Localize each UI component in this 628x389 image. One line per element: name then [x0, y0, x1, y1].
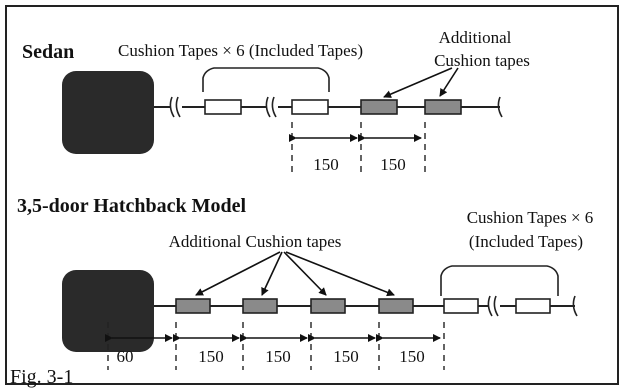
- sedan-included-tape: [291, 99, 329, 115]
- sedan-dimension-label: 150: [313, 155, 339, 174]
- hatchback-pointer-arrow: [195, 251, 281, 296]
- hatchback-additional-tape: [175, 298, 211, 314]
- hatchback-included-label-line2: (Included Tapes): [469, 232, 583, 251]
- sedan-dimension-label: 150: [380, 155, 406, 174]
- hatchback-included-label-line1: Cushion Tapes × 6: [467, 208, 594, 227]
- hatchback-included-tape: [515, 298, 551, 314]
- hatchback-break-mark: [572, 295, 578, 317]
- sedan-included-tape: [204, 99, 242, 115]
- hatchback-dimension-label: 60: [117, 347, 134, 366]
- sedan-included-tapes-label: Cushion Tapes × 6 (Included Tapes): [118, 41, 363, 60]
- sedan-title: Sedan: [22, 41, 74, 63]
- sedan-additional-tape: [424, 99, 462, 115]
- hatchback-additional-tape: [378, 298, 414, 314]
- hatchback-body-block: [62, 270, 154, 352]
- hatchback-included-tape: [443, 298, 479, 314]
- figure-caption: Fig. 3-1: [10, 366, 73, 388]
- hatchback-pointer-arrow: [285, 251, 395, 297]
- sedan-break-mark: [265, 96, 277, 118]
- hatchback-title: 3,5-door Hatchback Model: [17, 195, 247, 217]
- hatchback-dimension-label: 150: [399, 347, 425, 366]
- hatchback-additional-tape: [242, 298, 278, 314]
- sedan-included-bracket: [202, 67, 330, 92]
- figure-frame: [5, 5, 619, 385]
- hatchback-break-mark: [487, 295, 499, 317]
- hatchback-additional-tape: [310, 298, 346, 314]
- hatchback-pointer-arrow: [261, 251, 283, 296]
- sedan-additional-label-line1: Additional: [439, 28, 512, 47]
- hatchback-dimension-label: 150: [333, 347, 359, 366]
- sedan-body-block: [62, 71, 154, 154]
- sedan-additional-label-line2: Cushion tapes: [434, 51, 530, 70]
- hatchback-dimension-label: 150: [265, 347, 291, 366]
- sedan-pointer-arrow: [439, 67, 459, 97]
- hatchback-dimension-label: 150: [198, 347, 224, 366]
- sedan-additional-tape: [360, 99, 398, 115]
- hatchback-included-bracket: [440, 265, 559, 296]
- sedan-break-mark: [497, 96, 503, 118]
- hatchback-additional-label: Additional Cushion tapes: [169, 232, 342, 251]
- sedan-break-mark: [169, 96, 181, 118]
- sedan-pointer-arrow: [383, 67, 453, 98]
- hatchback-pointer-arrow: [283, 251, 327, 296]
